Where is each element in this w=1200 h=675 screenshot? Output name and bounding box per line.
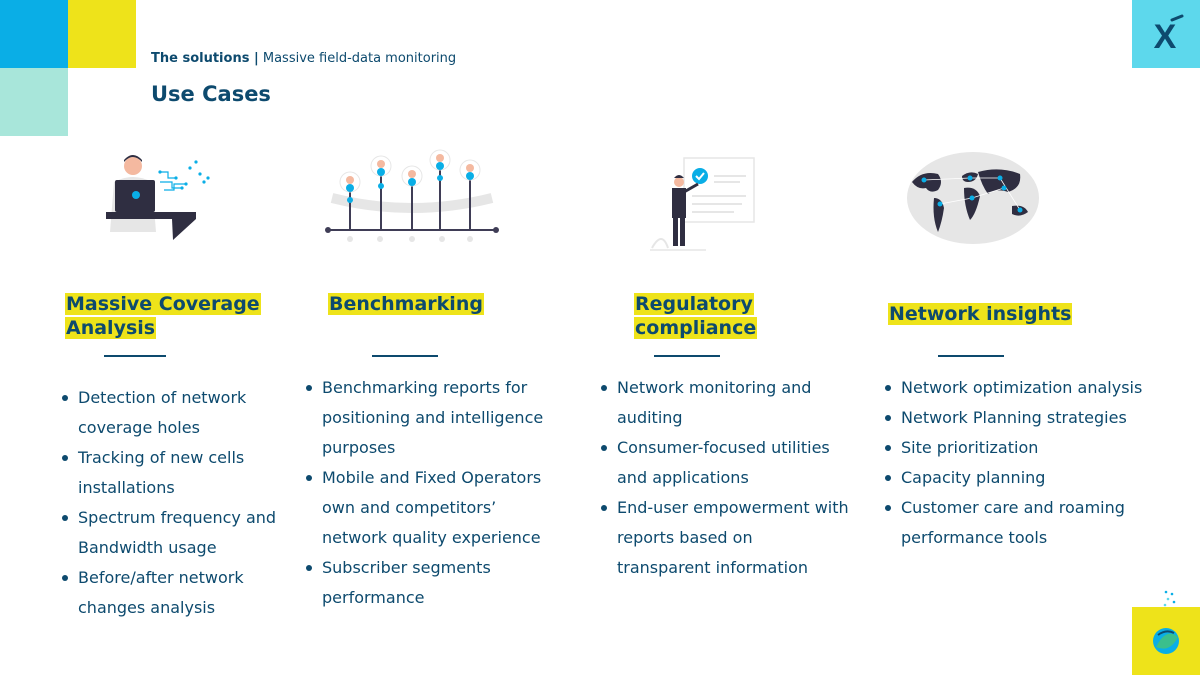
brand-logo: X <box>1132 0 1200 68</box>
svg-text:X: X <box>1154 18 1177 56</box>
list-item: Tracking of new cells installations <box>62 443 292 503</box>
bullet-list-coverage: Detection of network coverage holes Trac… <box>62 383 292 623</box>
column-title-regulatory: Regulatory compliance <box>634 292 784 340</box>
section-subtitle: The solutions | Massive field-data monit… <box>151 51 456 66</box>
corner-block-yellow-bottom <box>1132 607 1200 675</box>
column-title-text: Massive Coverage Analysis <box>65 293 261 339</box>
column-title-text: Network insights <box>888 303 1073 325</box>
list-item: Network monitoring and auditing <box>601 373 851 433</box>
title-underline <box>938 355 1004 357</box>
list-item: Customer care and roaming performance to… <box>885 493 1145 553</box>
page-title: Use Cases <box>151 82 271 106</box>
list-item: Benchmarking reports for positioning and… <box>306 373 566 463</box>
section-label: The solutions | <box>151 51 259 66</box>
bullet-list-regulatory: Network monitoring and auditing Consumer… <box>601 373 851 583</box>
section-value: Massive field-data monitoring <box>262 51 457 66</box>
title-underline <box>372 355 438 357</box>
list-item: Spectrum frequency and Bandwidth usage <box>62 503 292 563</box>
people-timeline-icon <box>325 149 499 242</box>
world-map-icon <box>907 152 1039 244</box>
corner-block-yellow <box>68 0 136 68</box>
title-underline <box>654 355 720 357</box>
list-item: Detection of network coverage holes <box>62 383 292 443</box>
person-laptop-icon <box>106 155 210 240</box>
list-item: Mobile and Fixed Operators own and compe… <box>306 463 566 553</box>
corner-block-mint <box>0 68 68 136</box>
list-item: Network Planning strategies <box>885 403 1145 433</box>
title-underline <box>104 355 166 357</box>
column-title-coverage: Massive Coverage Analysis <box>65 292 265 340</box>
column-title-text: Regulatory compliance <box>634 293 758 339</box>
list-item: Consumer-focused utilities and applicati… <box>601 433 851 493</box>
dot-trail-decoration <box>1163 590 1176 607</box>
list-item: End-user empowerment with reports based … <box>601 493 851 583</box>
column-title-text: Benchmarking <box>328 293 484 315</box>
column-title-network-insights: Network insights <box>888 302 1108 326</box>
person-checklist-icon <box>650 157 755 251</box>
list-item: Network optimization analysis <box>885 373 1145 403</box>
bullet-list-benchmarking: Benchmarking reports for positioning and… <box>306 373 566 613</box>
x-logo-icon: X <box>1154 14 1184 56</box>
list-item: Before/after network changes analysis <box>62 563 292 623</box>
column-title-benchmarking: Benchmarking <box>328 292 528 316</box>
bullet-list-network-insights: Network optimization analysis Network Pl… <box>885 373 1145 553</box>
list-item: Capacity planning <box>885 463 1145 493</box>
corner-block-blue <box>0 0 68 68</box>
list-item: Subscriber segments performance <box>306 553 566 613</box>
list-item: Site prioritization <box>885 433 1145 463</box>
globe-ribbon-icon <box>1153 628 1179 654</box>
